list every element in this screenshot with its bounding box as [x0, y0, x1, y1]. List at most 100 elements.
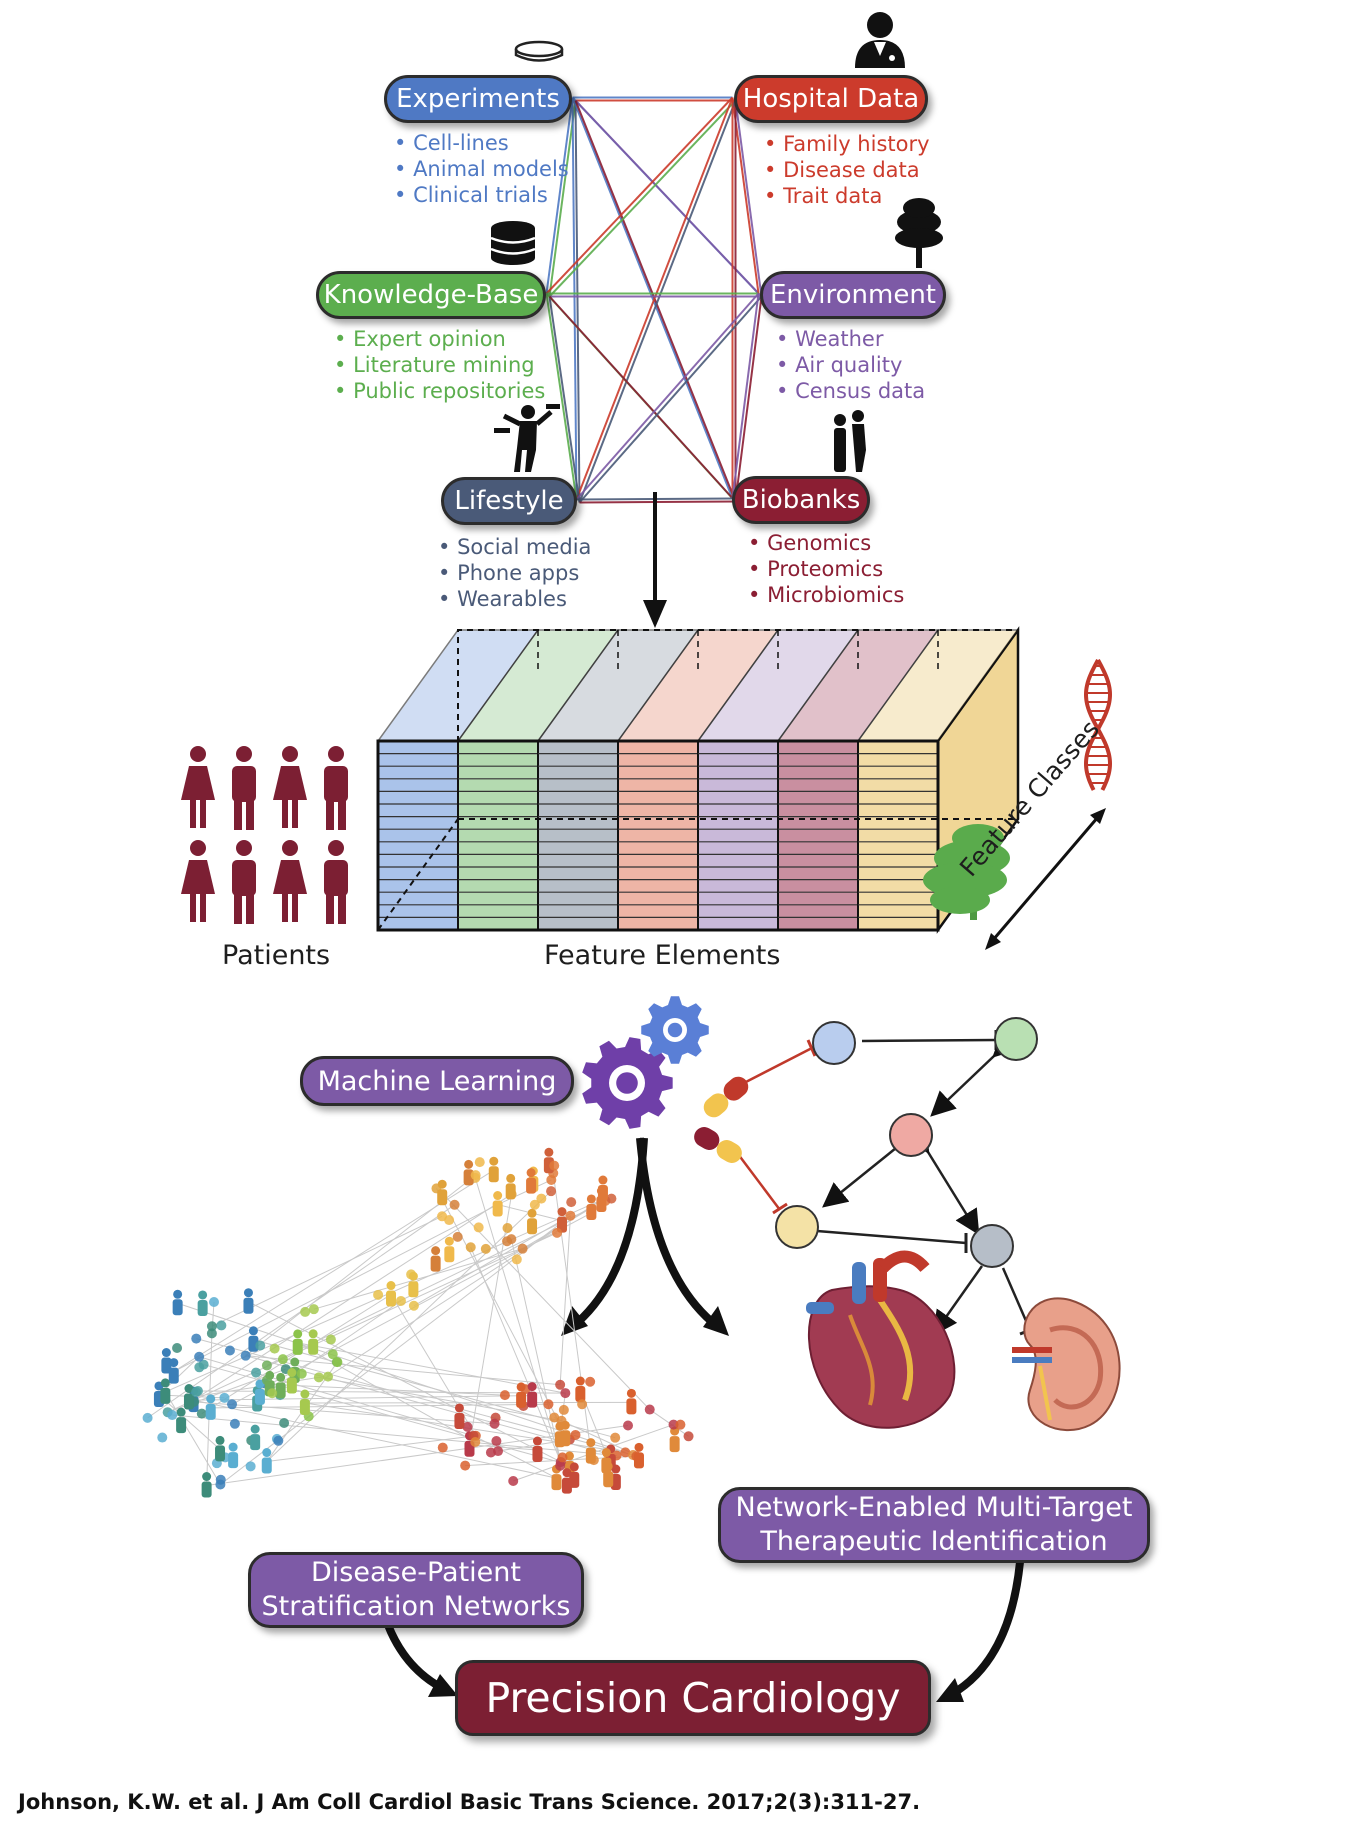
patient-node	[172, 1299, 183, 1316]
patient-node	[299, 1399, 310, 1416]
cube-back-edge	[377, 818, 459, 931]
person-icon	[282, 840, 298, 856]
patient-node	[206, 1321, 217, 1332]
patient-node	[202, 1472, 212, 1482]
network-edge	[199, 1356, 474, 1437]
person-icon	[292, 894, 298, 922]
patient-node	[227, 1399, 238, 1410]
connection-line	[731, 97, 760, 294]
patient-node	[142, 1412, 153, 1423]
network-edge	[510, 1239, 562, 1463]
patient-node	[516, 1391, 527, 1408]
connection-line	[734, 296, 763, 502]
network-edge	[304, 1401, 632, 1404]
network-edge	[473, 1435, 557, 1479]
patient-node	[437, 1442, 448, 1453]
patient-node	[327, 1349, 338, 1360]
patient-node	[506, 1173, 516, 1183]
network-edge	[203, 1364, 570, 1466]
cube-back-edge	[457, 629, 1018, 819]
patient-node	[601, 1457, 612, 1474]
patient-node	[620, 1447, 631, 1458]
patient-node	[300, 1306, 311, 1317]
patient-node	[527, 1391, 538, 1408]
dna-strand	[1083, 659, 1113, 791]
drug-capsule-icon	[694, 1076, 749, 1163]
outcome-arrows	[384, 1561, 1024, 1702]
patient-node	[183, 1393, 194, 1410]
patient-node	[215, 1479, 226, 1490]
patient-node	[551, 1474, 562, 1491]
patient-node	[287, 1368, 297, 1378]
patient-node	[160, 1387, 171, 1404]
patient-node	[408, 1281, 419, 1298]
precision-cardiology-pill: Precision Cardiology	[455, 1660, 931, 1736]
patient-node	[243, 1297, 254, 1314]
feature-data-cube	[376, 626, 1020, 934]
patient-node	[431, 1183, 442, 1194]
patient-node	[255, 1340, 266, 1351]
patient-node	[196, 1408, 207, 1419]
patient-node	[586, 1438, 596, 1448]
patient-node	[506, 1189, 517, 1200]
patient-node	[261, 1360, 272, 1371]
patient-node	[325, 1334, 336, 1345]
connection-line	[548, 296, 581, 503]
patient-node	[526, 1177, 537, 1194]
connection-line	[548, 99, 737, 298]
list-item: Public repositories	[334, 378, 545, 404]
person-icon	[326, 894, 334, 924]
patient-node	[216, 1320, 227, 1331]
patient-node	[197, 1299, 208, 1316]
person-icon	[246, 800, 254, 830]
connection-line	[574, 99, 763, 298]
list-item: Microbiomics	[748, 582, 904, 608]
network-edge	[173, 1204, 498, 1373]
environment-list: Weather Air quality Census data	[776, 326, 925, 404]
list-item: Proteomics	[748, 556, 904, 582]
patient-node	[313, 1372, 324, 1383]
patient-node	[286, 1377, 297, 1394]
patient-node	[167, 1410, 178, 1421]
connection-line	[545, 96, 734, 295]
person-icon	[200, 800, 206, 828]
patient-node	[557, 1452, 568, 1463]
network-edge	[559, 1215, 571, 1385]
patient-node	[575, 1386, 586, 1403]
list-item: Census data	[776, 378, 925, 404]
patient-node	[623, 1420, 634, 1431]
patient-node	[308, 1304, 319, 1315]
patient-node	[610, 1432, 621, 1443]
patient-node	[597, 1185, 608, 1202]
patient-node	[332, 1357, 343, 1368]
patient-node	[557, 1207, 567, 1217]
patient-node	[161, 1357, 172, 1374]
patient-node	[634, 1442, 644, 1452]
person-icon	[282, 894, 288, 922]
person-icon	[190, 840, 206, 856]
patient-node	[489, 1156, 499, 1166]
list-item: Disease data	[764, 157, 930, 183]
patient-node	[465, 1242, 476, 1253]
patient-node	[444, 1236, 454, 1246]
patient-node	[560, 1420, 570, 1430]
patient-node	[668, 1419, 679, 1430]
patient-node	[575, 1376, 585, 1386]
person-icon	[200, 894, 206, 922]
knowledge-base-list: Expert opinion Literature mining Public …	[334, 326, 545, 404]
patient-node	[408, 1271, 418, 1281]
patient-node	[473, 1222, 484, 1233]
patient-node	[452, 1231, 463, 1242]
patient-node	[577, 1399, 588, 1410]
dna-helix-icon	[1083, 659, 1113, 791]
patient-node	[569, 1462, 579, 1472]
patient-node	[601, 1448, 611, 1458]
patient-node	[543, 1399, 554, 1410]
patient-node	[470, 1170, 481, 1181]
patient-node	[526, 1168, 536, 1178]
patient-node	[560, 1388, 571, 1399]
patient-node	[683, 1431, 694, 1442]
patient-node	[462, 1421, 473, 1432]
patient-node	[206, 1328, 217, 1339]
